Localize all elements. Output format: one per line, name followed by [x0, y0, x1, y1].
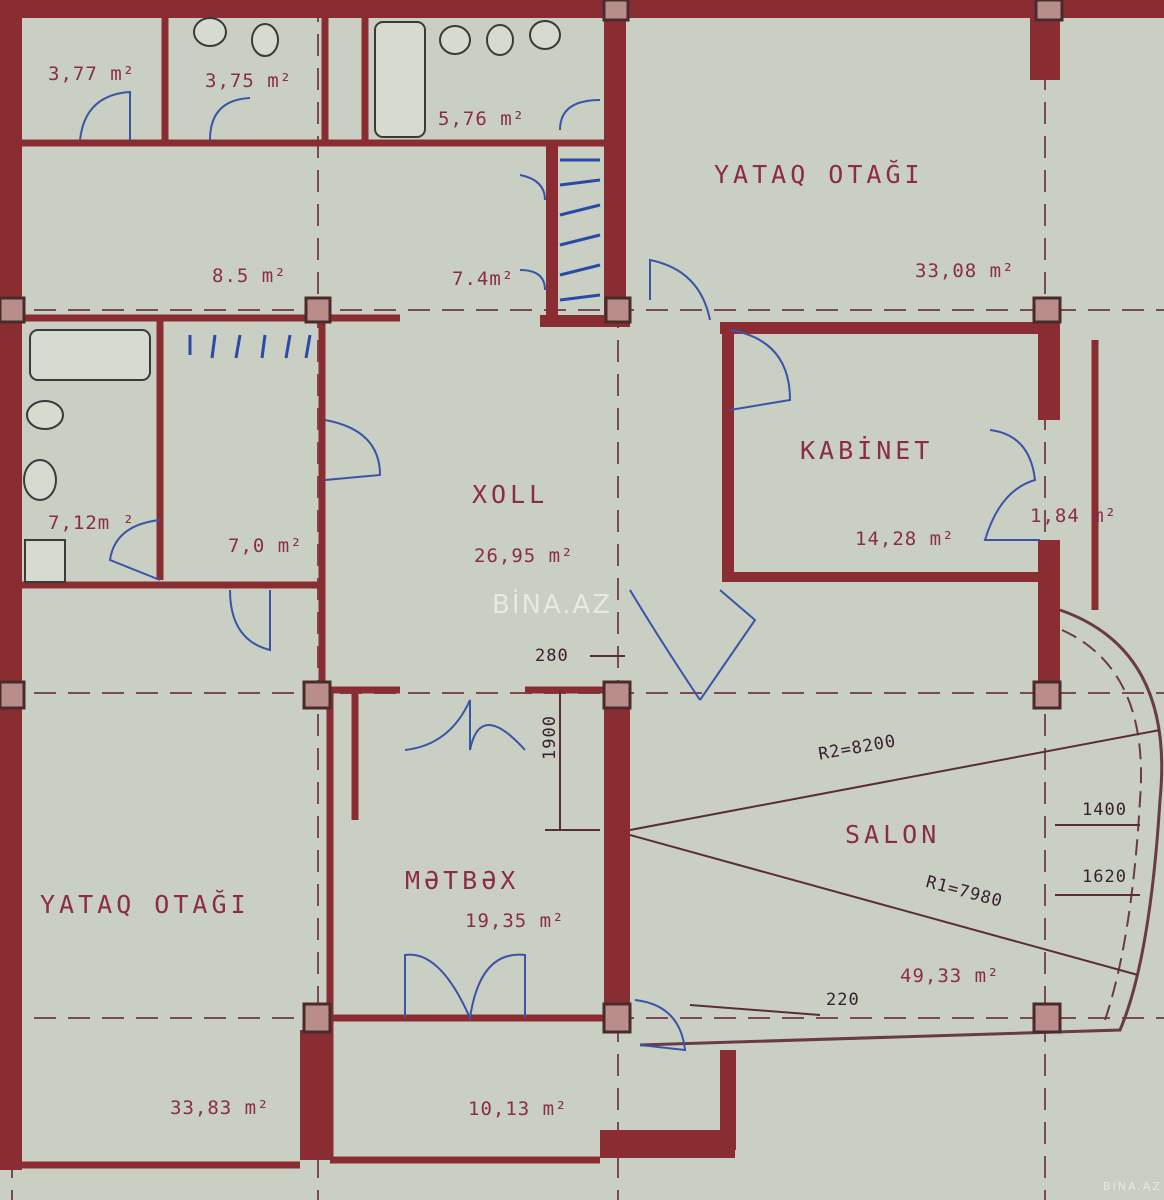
hall-area: 26,95 m² [474, 545, 574, 567]
wc-top-area: 3,75 m² [205, 70, 293, 92]
balcony-area: 10,13 m² [468, 1098, 568, 1120]
dim-1400: 1400 [1082, 800, 1127, 820]
walls [0, 0, 1164, 1170]
dimension-lines [545, 655, 1161, 1016]
salon-bay-outline [639, 608, 1164, 1047]
watermark-corner: BINA.AZ [1103, 1180, 1162, 1193]
living-area: 49,33 m² [900, 965, 1000, 987]
dim-280: 280 [535, 646, 569, 666]
dim-1900: 1900 [540, 715, 560, 760]
structural-columns [0, 0, 1064, 1034]
dressing-area: 7,0 m² [228, 535, 303, 557]
bedroom-left-name: YATAQ OTAĞI [40, 890, 250, 919]
study-area: 14,28 m² [855, 528, 955, 550]
dim-220: 220 [826, 990, 860, 1010]
living-name: SALON [845, 820, 941, 849]
sanitary-fixtures [23, 17, 561, 583]
hall-name: XOLL [472, 480, 549, 509]
corridor-top-area: 8.5 m² [212, 265, 287, 287]
bedroom-top-name: YATAQ OTAĞI [714, 160, 924, 189]
kitchen-area: 19,35 m² [465, 910, 565, 932]
watermark-center: BİNA.AZ [492, 590, 613, 620]
dim-1620: 1620 [1082, 867, 1127, 887]
bedroom-left-area: 33,83 m² [170, 1097, 270, 1119]
bath-top-1-area: 3,77 m² [48, 63, 136, 85]
partitions [22, 18, 1099, 1169]
wardrobe-rails [188, 158, 601, 359]
salon-bay-inner [1061, 629, 1142, 1021]
study-name: KABİNET [800, 436, 934, 465]
door-swings [79, 90, 1040, 1052]
storage-area: 1,84 m² [1030, 505, 1118, 527]
kitchen-name: MƏTBƏX [405, 866, 520, 895]
bath-left-area: 7,12m ² [48, 512, 136, 534]
closet-top-area: 7.4m² [452, 268, 515, 290]
bath-top-2-area: 5,76 m² [438, 108, 526, 130]
bedroom-top-area: 33,08 m² [915, 260, 1015, 282]
